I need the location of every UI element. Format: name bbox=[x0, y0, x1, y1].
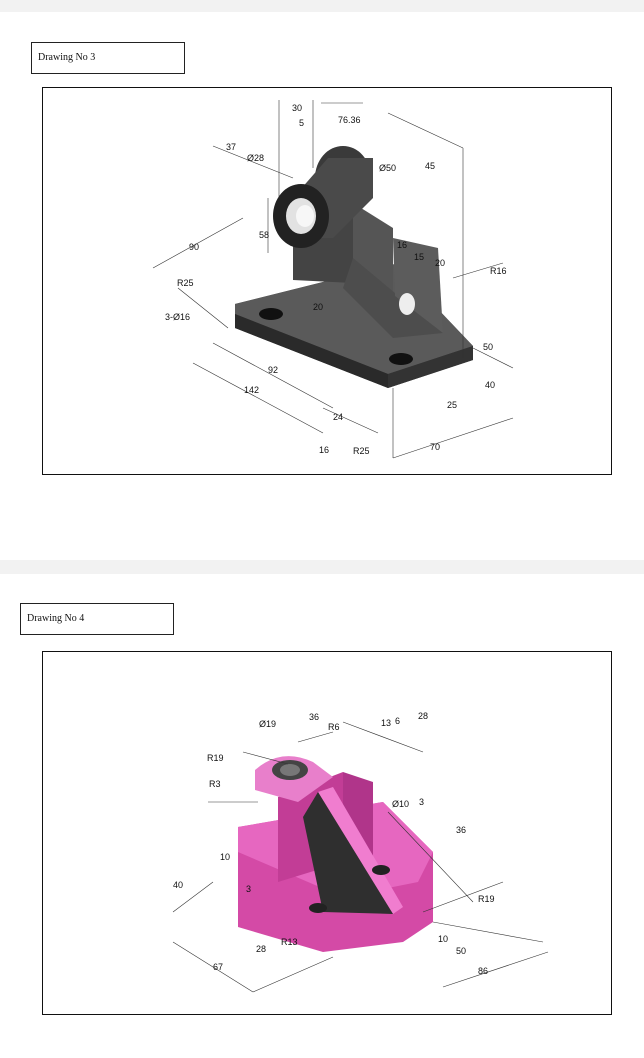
dim-R16: R16 bbox=[490, 266, 507, 276]
drawing-frame: Ø19 36 R6 13 6 28 R19 R3 Ø10 3 36 10 40 … bbox=[42, 651, 612, 1015]
dim-R25: R25 bbox=[177, 278, 194, 288]
dim-92: 92 bbox=[268, 365, 278, 375]
dim-86: 86 bbox=[478, 966, 488, 976]
drawing-page-4: Drawing No 4 bbox=[0, 574, 644, 1058]
dim-phi19: Ø19 bbox=[259, 719, 276, 729]
dim-70: 70 bbox=[430, 442, 440, 452]
dim-20b: 20 bbox=[313, 302, 323, 312]
dim-25: 25 bbox=[447, 400, 457, 410]
dim-R19: R19 bbox=[207, 753, 224, 763]
dim-40: 40 bbox=[485, 380, 495, 390]
dim-3b: 3 bbox=[246, 884, 251, 894]
dim-50: 50 bbox=[456, 946, 466, 956]
dim-phi28: Ø28 bbox=[247, 153, 264, 163]
dim-R3: R3 bbox=[209, 779, 221, 789]
dim-24: 24 bbox=[333, 412, 343, 422]
dim-36: 36 bbox=[309, 712, 319, 722]
dim-phi50: Ø50 bbox=[379, 163, 396, 173]
dim-40: 40 bbox=[173, 880, 183, 890]
dim-10: 10 bbox=[220, 852, 230, 862]
drawing-label: Drawing No 3 bbox=[31, 42, 185, 74]
dim-30: 30 bbox=[292, 103, 302, 113]
isometric-drawing-4: Ø19 36 R6 13 6 28 R19 R3 Ø10 3 36 10 40 … bbox=[172, 711, 549, 993]
dim-45: 45 bbox=[425, 161, 435, 171]
drawing-page-3: Drawing No 3 bbox=[0, 12, 644, 560]
dim-37: 37 bbox=[226, 142, 236, 152]
dim-67: 67 bbox=[213, 962, 223, 972]
drawing-label-text: Drawing No 3 bbox=[38, 52, 96, 63]
dim-16: 16 bbox=[397, 240, 407, 250]
drawing-label: Drawing No 4 bbox=[20, 603, 174, 635]
dim-13: 13 bbox=[381, 718, 391, 728]
drawing-frame: 30 5 76.36 37 Ø28 Ø50 45 90 58 16 15 20 … bbox=[42, 87, 612, 475]
dim-90: 90 bbox=[189, 242, 199, 252]
drawing-label-text: Drawing No 4 bbox=[27, 613, 85, 624]
dim-R6: R6 bbox=[328, 722, 340, 732]
dim-phi10: Ø10 bbox=[392, 799, 409, 809]
dim-36b: 36 bbox=[456, 825, 466, 835]
dim-16b: 16 bbox=[319, 445, 329, 455]
dim-R25b: R25 bbox=[353, 446, 370, 456]
dim-R13: R13 bbox=[281, 937, 298, 947]
dim-20a: 20 bbox=[435, 258, 445, 268]
dim-28: 28 bbox=[418, 711, 428, 721]
dim-6: 6 bbox=[395, 716, 400, 726]
dim-142: 142 bbox=[244, 385, 259, 395]
dim-28b: 28 bbox=[256, 944, 266, 954]
dim-3: 3 bbox=[419, 797, 424, 807]
dim-R19b: R19 bbox=[478, 894, 495, 904]
isometric-drawing-3: 30 5 76.36 37 Ø28 Ø50 45 90 58 16 15 20 … bbox=[152, 100, 514, 459]
dim-50: 50 bbox=[483, 342, 493, 352]
dim-76-36: 76.36 bbox=[338, 115, 361, 125]
dim-58: 58 bbox=[259, 230, 269, 240]
dim-5: 5 bbox=[299, 118, 304, 128]
dim-15: 15 bbox=[414, 252, 424, 262]
dim-10b: 10 bbox=[438, 934, 448, 944]
dim-3-phi16: 3-Ø16 bbox=[165, 312, 190, 322]
